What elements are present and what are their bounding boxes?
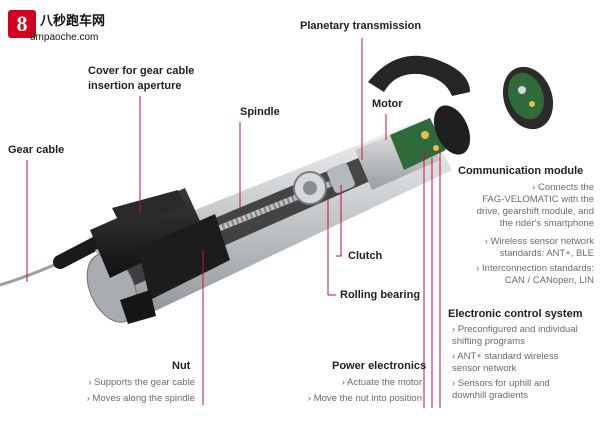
label-electronic-control: Electronic control system xyxy=(448,308,583,320)
label-planetary-transmission: Planetary transmission xyxy=(300,20,422,32)
communication-detail-3: › Interconnection standards: CAN / CANop… xyxy=(476,263,594,286)
communication-detail-2: › Wireless sensor network standards: ANT… xyxy=(484,236,594,259)
planetary-shell xyxy=(368,55,470,96)
power-detail-2: › Move the nut into position xyxy=(307,393,422,404)
label-communication-module: Communication module xyxy=(458,165,584,177)
clutch xyxy=(327,163,355,193)
label-gear-cable: Gear cable xyxy=(8,144,65,156)
label-rolling-bearing: Rolling bearing xyxy=(340,289,421,301)
control-detail-1: › Preconfigured and individual shifting … xyxy=(452,324,578,347)
label-cover: Cover for gear cable insertion aperture xyxy=(88,65,195,92)
nut-housing xyxy=(90,188,230,324)
cable-cover xyxy=(112,190,186,228)
power-detail-1: › Actuate the motor xyxy=(341,377,422,388)
nut-detail-1: › Supports the gear cable xyxy=(88,377,195,388)
label-clutch: Clutch xyxy=(348,250,383,262)
leader-lines xyxy=(26,38,441,408)
control-detail-3: › Sensors for uphill and downhill gradie… xyxy=(452,378,550,401)
logo-url: 8mpaoche.com xyxy=(30,32,99,43)
motor xyxy=(355,118,446,190)
label-power-electronics: Power electronics xyxy=(332,360,427,372)
nut-detail-2: › Moves along the spindle xyxy=(86,393,195,404)
motor-end-cap xyxy=(433,105,471,155)
logo-name: 八秒跑车网 xyxy=(40,13,106,28)
label-nut: Nut xyxy=(172,360,191,372)
site-logo[interactable]: 8 八秒跑车网 8mpaoche.com xyxy=(8,8,128,52)
logo-mark: 8 xyxy=(8,10,36,38)
label-motor: Motor xyxy=(372,98,403,110)
communication-module xyxy=(502,66,554,130)
communication-detail-1: › Connects the FAG-VELOMATIC with the dr… xyxy=(476,182,594,229)
control-detail-2: › ANT+ standard wireless sensor network xyxy=(452,351,559,374)
label-spindle: Spindle xyxy=(240,106,280,118)
